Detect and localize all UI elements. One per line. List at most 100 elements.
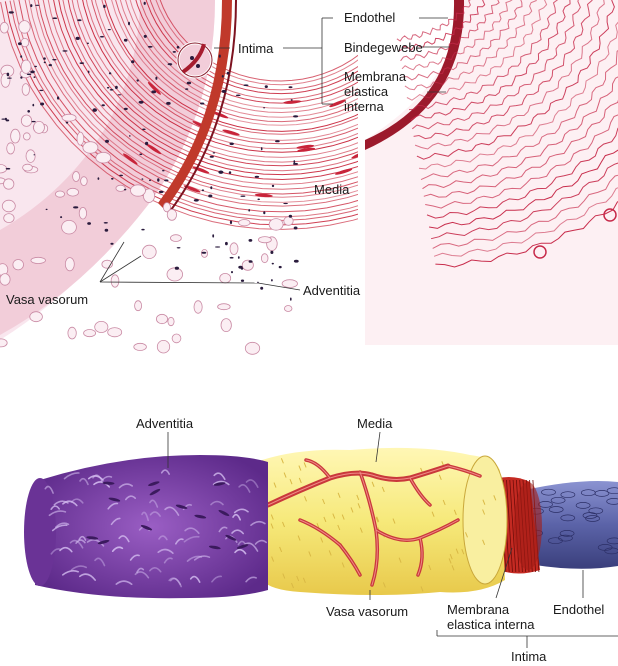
nucleus (57, 96, 59, 99)
label-membrana-top-line2: elastica (344, 84, 406, 99)
nucleus (30, 71, 34, 74)
label-bindegewebe-top: Bindegewebe (344, 40, 423, 55)
adventitia-cell (230, 243, 238, 255)
nucleus (164, 179, 168, 181)
adventitia-cell (245, 342, 259, 354)
nucleus (108, 29, 111, 30)
nucleus (105, 140, 109, 143)
nucleus (62, 50, 67, 51)
nucleus (249, 260, 253, 263)
nucleus (60, 216, 62, 218)
label-endothel-bottom: Endothel (553, 602, 604, 617)
nucleus (225, 242, 228, 245)
nucleus (289, 215, 292, 218)
label-membrana-bottom: Membrana elastica interna (447, 602, 534, 632)
nucleus (144, 35, 147, 38)
nucleus (107, 87, 109, 89)
nucleus (210, 156, 214, 158)
nucleus (155, 77, 157, 80)
adventitia-cell (135, 301, 142, 311)
nucleus (177, 247, 181, 248)
nucleus (238, 256, 240, 259)
adventitia-cell (19, 21, 30, 34)
nucleus (215, 246, 220, 247)
nucleus (131, 60, 134, 63)
nucleus (40, 103, 44, 106)
nucleus (240, 196, 245, 197)
nucleus (34, 76, 36, 78)
adventitia-cell (84, 330, 96, 337)
nucleus (229, 171, 231, 174)
nucleus (5, 118, 7, 120)
adventitia-tube (35, 455, 268, 598)
nucleus (241, 280, 244, 282)
adventitia-cell (284, 306, 292, 312)
nucleus (76, 37, 80, 40)
nucleus (272, 263, 274, 265)
adventitia-cell (81, 177, 88, 186)
adventitia-cell (172, 334, 181, 343)
nucleus (80, 62, 85, 64)
nucleus (166, 102, 171, 105)
label-media-top: Media (314, 182, 349, 197)
nucleus (100, 36, 104, 38)
nucleus (210, 186, 212, 189)
adventitia-cell (23, 133, 30, 140)
nucleus (249, 239, 253, 242)
label-membrana-bottom-line2: elastica interna (447, 617, 534, 632)
adventitia-cell (108, 328, 122, 337)
nucleus (124, 39, 128, 42)
nucleus (145, 142, 148, 145)
nucleus (27, 74, 31, 76)
nucleus (263, 107, 265, 108)
label-media-bottom: Media (357, 416, 392, 431)
nucleus (128, 22, 130, 25)
nucleus (31, 121, 35, 122)
nucleus (213, 152, 216, 153)
nucleus (151, 90, 156, 93)
adventitia-cell (21, 115, 31, 126)
adventitia-cell (167, 209, 176, 220)
adventitia-cell (220, 273, 231, 283)
adventitia-cell (11, 129, 20, 143)
adventitia-cell (0, 274, 10, 286)
nucleus (271, 279, 273, 281)
nucleus (248, 209, 250, 212)
nucleus (115, 86, 118, 89)
nucleus (236, 95, 241, 97)
nucleus (88, 71, 90, 74)
nucleus (137, 79, 139, 81)
nucleus (66, 122, 68, 124)
label-intima-top: Intima (238, 41, 273, 56)
adventitia-cell (116, 185, 125, 191)
nucleus (185, 88, 188, 90)
nucleus (173, 51, 176, 53)
nucleus (35, 5, 39, 6)
nucleus (200, 103, 204, 105)
nucleus (103, 5, 106, 8)
nucleus (34, 154, 36, 155)
nucleus (230, 143, 234, 146)
nucleus (227, 72, 230, 75)
adventitia-cell (83, 142, 98, 154)
adventitia-cell (67, 188, 79, 196)
nucleus (39, 90, 43, 91)
nucleus (34, 66, 37, 67)
nucleus (222, 90, 227, 93)
nucleus (187, 82, 191, 85)
nucleus (294, 160, 296, 163)
nucleus (73, 206, 78, 208)
label-membrana-bottom-line1: Membrana (447, 602, 534, 617)
nucleus (244, 84, 249, 86)
nucleus (255, 176, 259, 178)
nucleus (293, 163, 298, 165)
vessel-3d (24, 448, 618, 598)
nucleus (142, 129, 146, 131)
adventitia-cell (282, 280, 297, 288)
nucleus (265, 85, 268, 88)
nucleus (139, 154, 142, 156)
nucleus (6, 168, 11, 170)
nucleus (293, 115, 298, 117)
adventitia-cell (284, 217, 293, 226)
